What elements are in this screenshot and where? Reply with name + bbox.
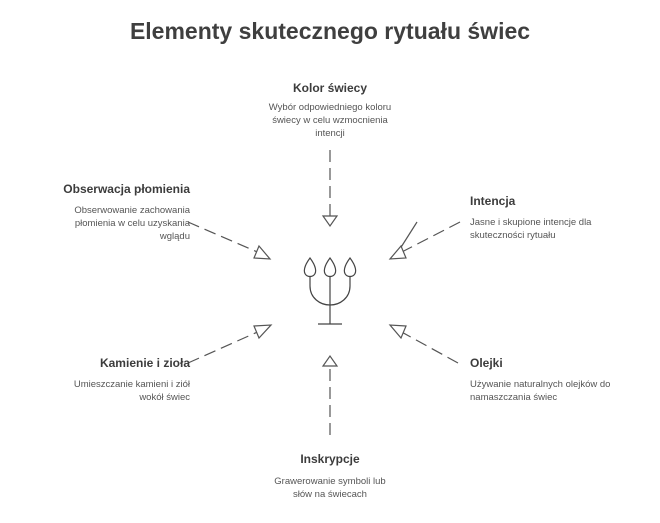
node-title: Obserwacja płomienia [63, 182, 190, 196]
node-title: Olejki [470, 356, 503, 370]
node-title: Inskrypcje [300, 452, 360, 466]
node-kolor-swiecy: Kolor świecy Wybór odpowiedniego koloru … [240, 81, 420, 140]
diagram-title: Elementy skutecznego rytuału świec [129, 18, 531, 44]
node-desc: Używanie naturalnych olejków do namaszcz… [470, 379, 611, 403]
candelabra-icon [303, 256, 357, 325]
node-desc: Obserwowanie zachowania płomienia w celu… [74, 205, 190, 242]
arrow-obserwacja [187, 221, 272, 260]
node-inskrypcje: Inskrypcje Grawerowanie symboli lub słów… [240, 452, 420, 501]
node-desc: Wybór odpowiedniego koloru świecy w celu… [268, 102, 392, 139]
arrow-kolor [321, 150, 339, 228]
node-kamienie-i-ziola: Kamienie i zioła Umieszczanie kamieni i … [12, 356, 190, 404]
node-intencja: Intencja Jasne i skupione intencje dla s… [470, 194, 640, 242]
node-olejki: Olejki Używanie naturalnych olejków do n… [470, 356, 640, 404]
node-desc: Grawerowanie symboli lub słów na świecac… [274, 476, 386, 500]
arrow-intencja [388, 221, 461, 260]
node-title: Intencja [470, 194, 516, 208]
node-obserwacja-plomienia: Obserwacja płomienia Obserwowanie zachow… [12, 182, 190, 243]
arrow-olejki [388, 324, 459, 364]
node-desc: Umieszczanie kamieni i ziół wokół świec [73, 379, 190, 403]
node-desc: Jasne i skupione intencje dla skutecznoś… [470, 217, 592, 241]
arrow-inskrypcje [321, 354, 339, 435]
node-title: Kamienie i zioła [99, 356, 190, 370]
arrow-kamienie [187, 324, 273, 364]
node-title: Kolor świecy [292, 81, 368, 95]
